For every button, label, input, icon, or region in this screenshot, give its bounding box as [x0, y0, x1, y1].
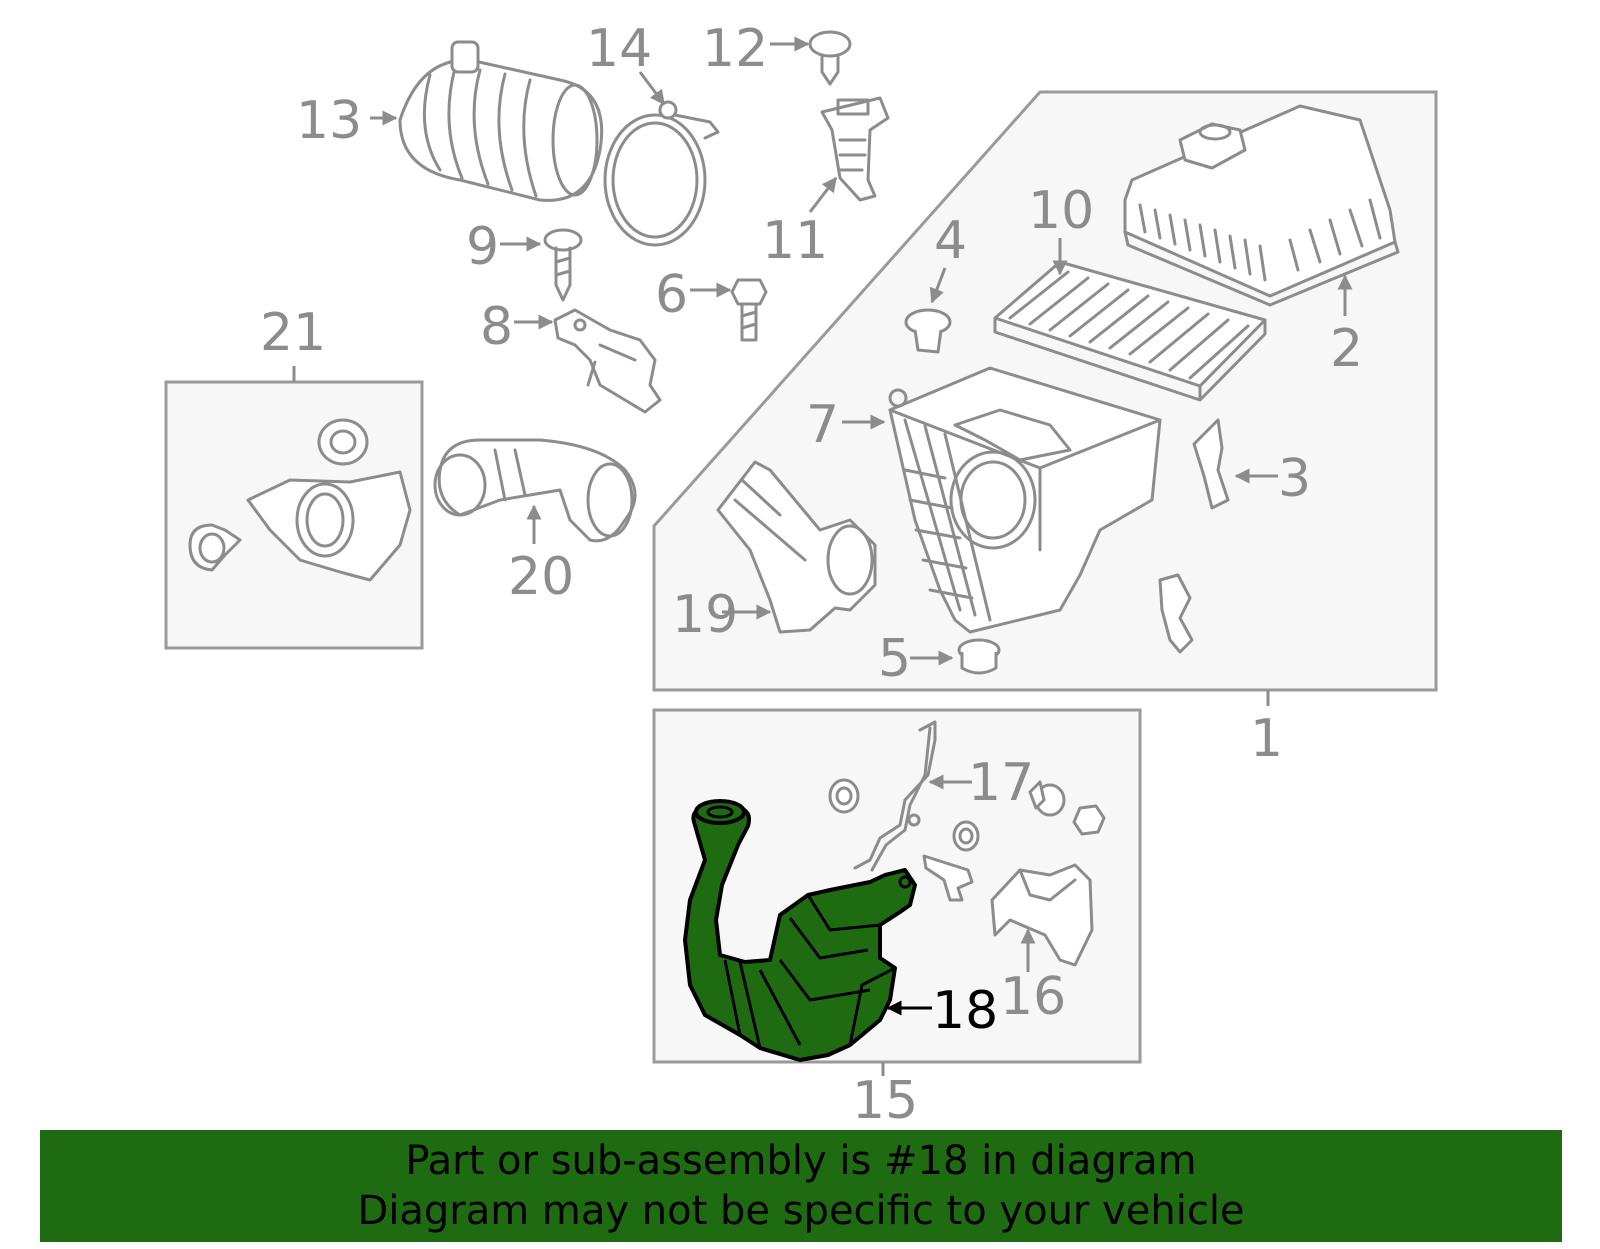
callout-19: 19 [672, 585, 738, 645]
part-21-duct-assembly [188, 418, 412, 582]
bracket-clip-lower [1158, 573, 1194, 654]
part-7-housing [888, 366, 1162, 634]
callout-12: 12 [702, 19, 768, 79]
notice-line-2: Diagram may not be specific to your vehi… [357, 1188, 1245, 1234]
part-5-grommet [957, 638, 1001, 675]
part-4-grommet [904, 308, 952, 354]
callout-21: 21 [260, 303, 326, 363]
part-17-bracket [828, 720, 937, 872]
part-9-bolt [543, 228, 583, 302]
part-2-cover [1123, 104, 1400, 307]
callout-11: 11 [762, 211, 828, 271]
part-8-bracket [553, 308, 662, 414]
callout-14: 14 [586, 19, 652, 79]
callout-7: 7 [806, 395, 839, 455]
callout-labels: 13 14 12 11 9 6 8 21 20 10 4 2 7 3 19 5 … [260, 19, 1363, 1131]
part-13-intake-hose [398, 40, 604, 202]
notice-banner: Part or sub-assembly is #18 in diagram D… [40, 1130, 1562, 1242]
part-20-duct [433, 438, 637, 543]
callout-16: 16 [1000, 967, 1066, 1027]
part-10-filter [993, 260, 1267, 402]
small-fasteners-15 [922, 780, 1106, 902]
callout-18: 18 [932, 981, 998, 1041]
callout-4: 4 [934, 211, 967, 271]
part-18-resonator-highlighted [683, 799, 917, 1062]
callout-5: 5 [878, 629, 911, 689]
callout-2: 2 [1330, 319, 1363, 379]
part-6-bolt [730, 278, 768, 342]
callout-arrows [370, 36, 1353, 1016]
notice-line-1: Part or sub-assembly is #18 in diagram [405, 1138, 1197, 1184]
callout-1: 1 [1250, 709, 1283, 769]
part-12-screw [808, 30, 852, 86]
callout-20: 20 [508, 547, 574, 607]
callout-6: 6 [655, 265, 688, 325]
part-19-inlet-duct [716, 460, 877, 634]
callout-15: 15 [852, 1071, 918, 1131]
callout-17: 17 [968, 753, 1034, 813]
part-14-clamp [603, 100, 720, 247]
callout-8: 8 [480, 297, 513, 357]
callout-13: 13 [296, 91, 362, 151]
callout-3: 3 [1278, 449, 1311, 509]
part-3-clip [1192, 418, 1230, 510]
part-11-sensor [820, 96, 890, 202]
callout-9: 9 [466, 217, 499, 277]
callout-10: 10 [1028, 181, 1094, 241]
part-16-bracket [990, 863, 1094, 967]
